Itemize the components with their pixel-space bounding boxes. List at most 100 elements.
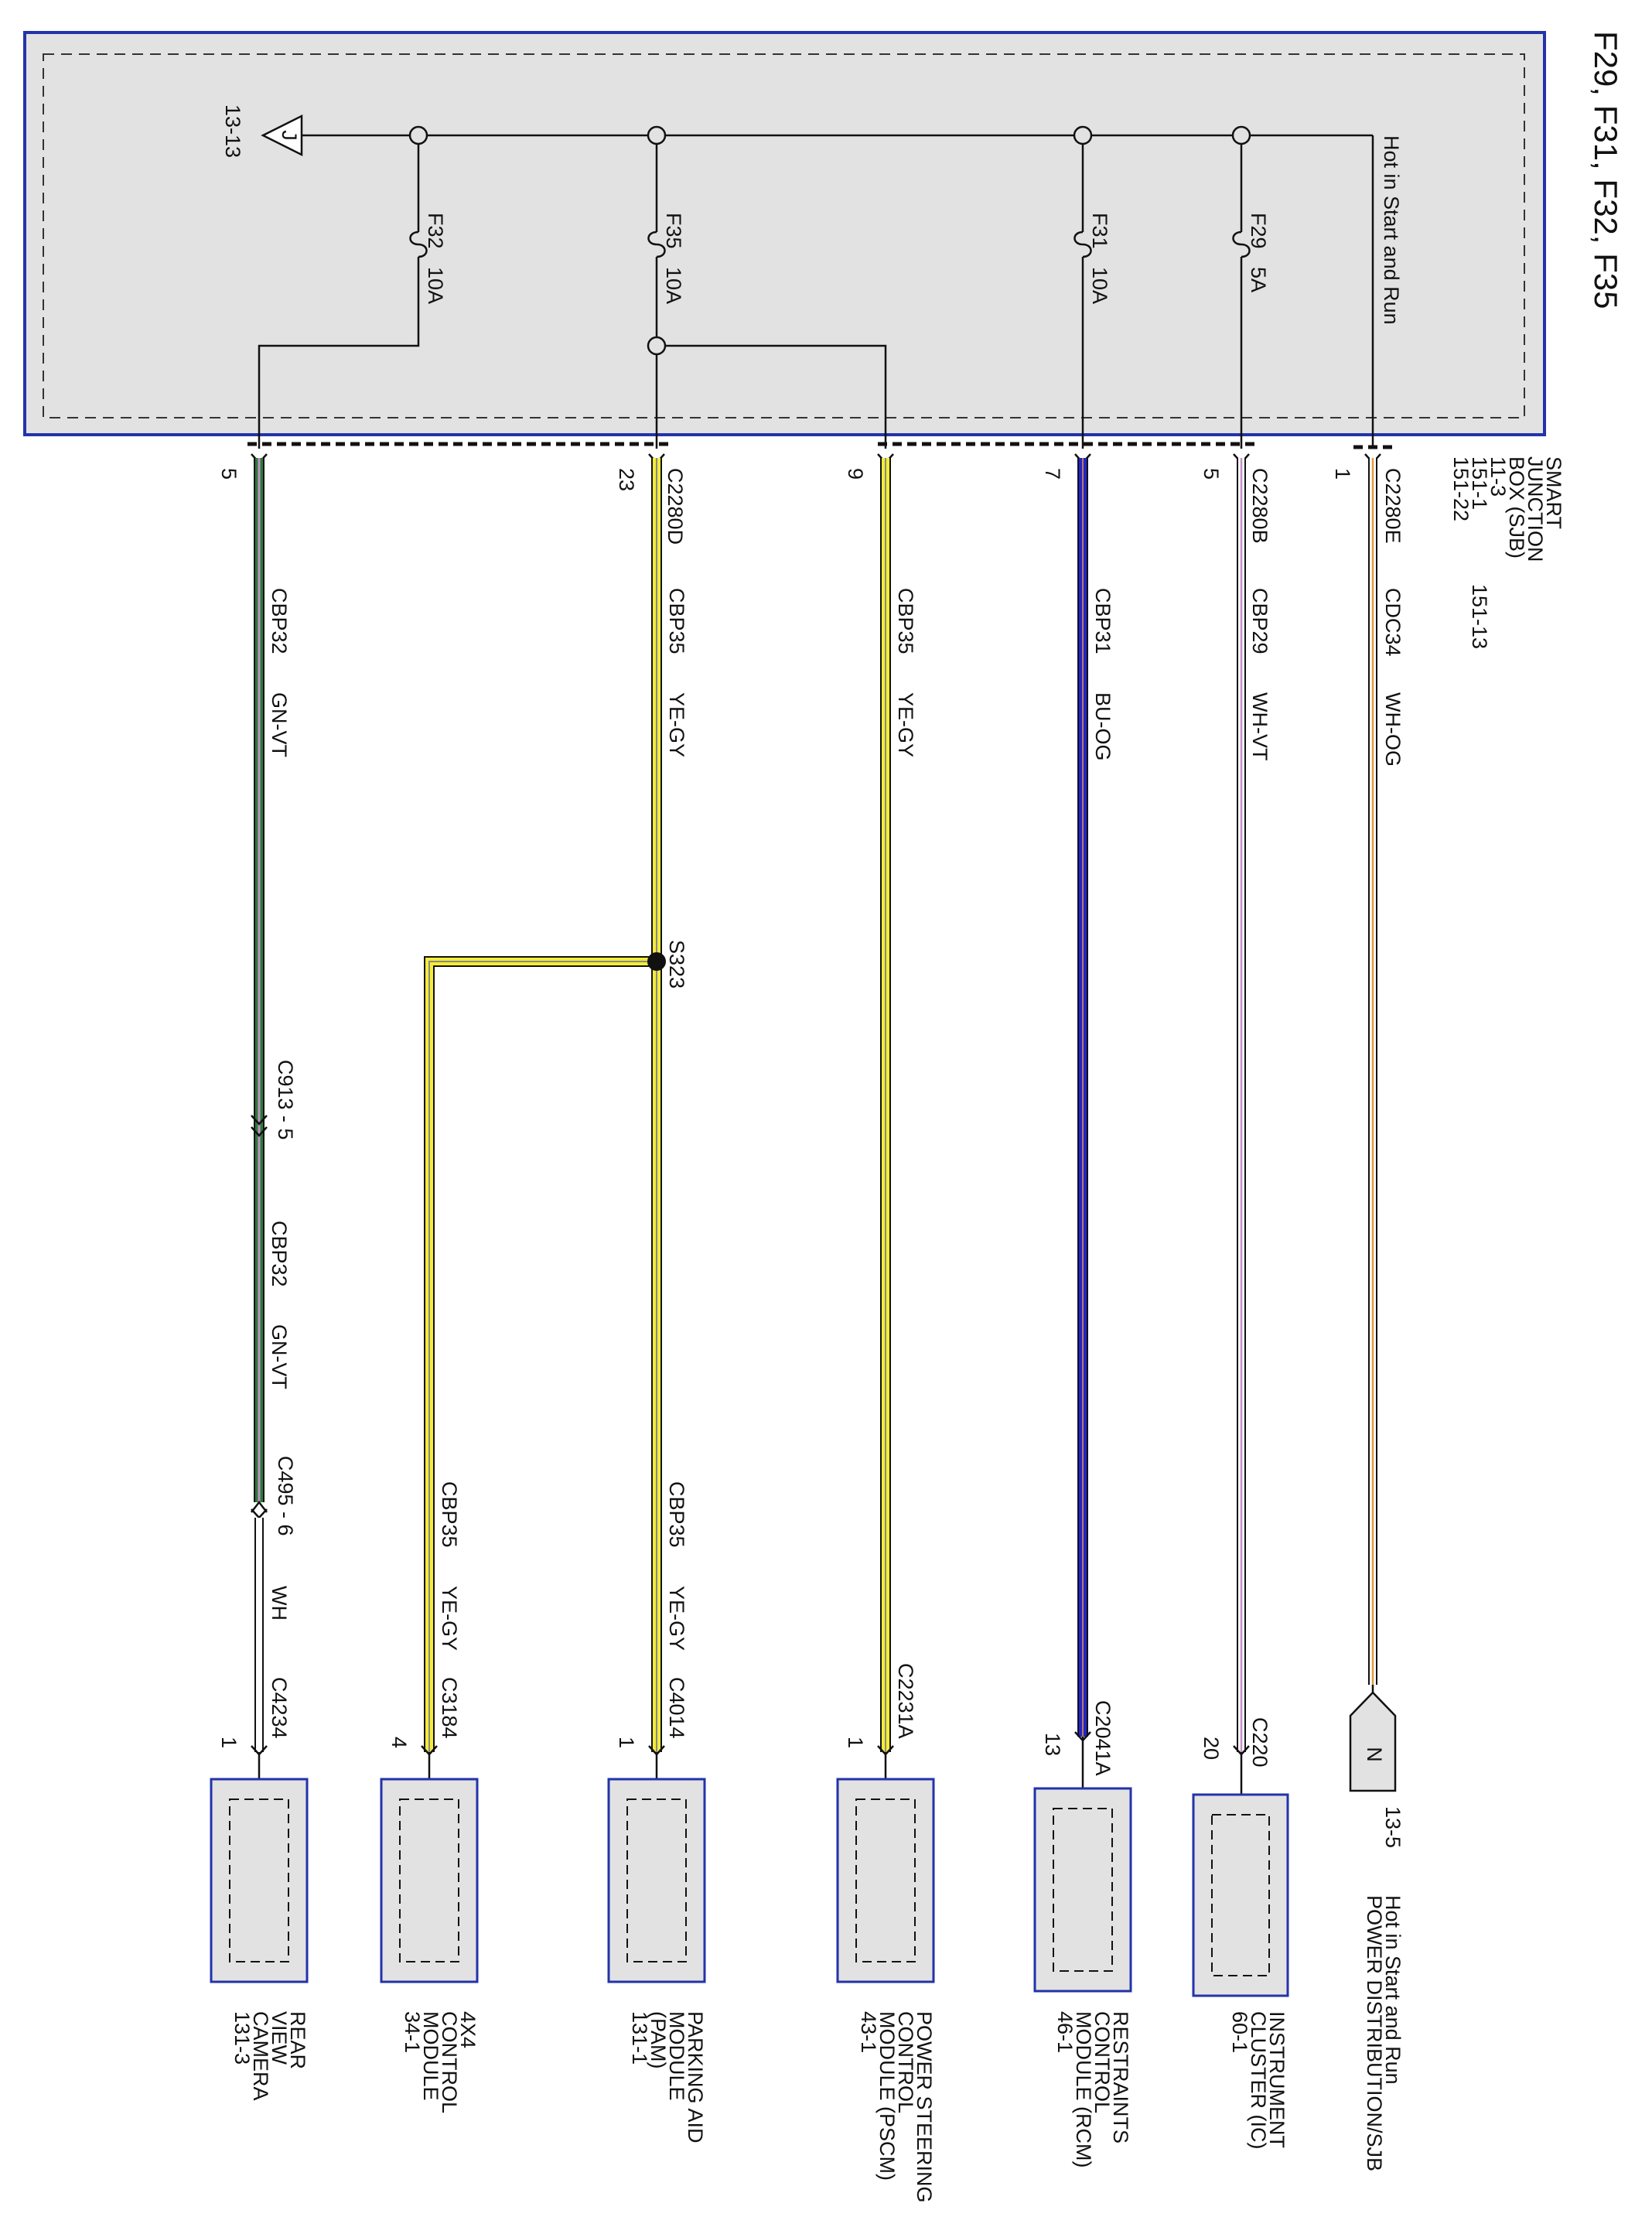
module-pscm-line-1: POWER STEERING [913,2011,936,2203]
inline-c913: C913 - 5 [274,1060,297,1140]
circuit-cbp35-b-color: YE-GY [665,692,688,757]
module-pam-line-2: MODULE [665,2011,688,2101]
module-restraints-control: C2041A 13 RESTRAINTS CONTROL MODULE (RCM… [1033,1700,1132,2168]
fuse-f35-id: F35 [662,213,685,249]
pin-c2280b-5: 5 [1200,468,1223,480]
module-rcm-line-1: RESTRAINTS [1109,2011,1132,2143]
module-pam-line-4: 131-1 [628,2011,651,2065]
sjb-ref-3: 151-22 [1449,456,1473,521]
pin-c2280d-23: 23 [615,468,638,491]
circuit-cbp32-a-name: CBP32 [268,588,291,654]
offpage-connector-n: N 13-5 Hot in Start and Run POWER DISTRI… [1349,1691,1405,2171]
circuit-cbp32-a-color: GN-VT [268,692,291,757]
wire-cdc34: C2280E 1 CDC34 WH-OG [1331,453,1405,1718]
circuit-cbp35-b-name: CBP35 [665,588,688,654]
circuit-cbp35-a-color: YE-GY [894,692,917,757]
sjb-name-line-3: BOX (SJB) [1505,456,1528,558]
module-rcm-connector: C2041A [1091,1700,1114,1776]
wire-cbp32: 5 CBP32 GN-VT C913 - 5 CBP32 GN-VT C495 … [217,453,297,1795]
sjb-inner-dashed [43,53,1525,418]
inline-c495: C495 - 6 [274,1456,297,1536]
circuit-cbp35-c-name: CBP35 [665,1481,688,1548]
pin-c2280e-1: 1 [1331,468,1354,480]
pin-c2280b-7: 7 [1041,468,1064,480]
module-rear-view-camera: C4234 1 REAR VIEW CAMERA 131-3 [210,1677,309,2101]
sjb-ref-2: 151-1 [1468,456,1491,510]
module-4x4-line-4: 34-1 [401,2011,424,2053]
module-rcm-pin: 13 [1041,1733,1064,1756]
fuse-f29: F29 5A [1232,144,1270,449]
fuse-f31-rating: 10A [1088,267,1111,304]
offpage-ref: 13-5 [1381,1806,1405,1848]
module-rvc-connector: C4234 [268,1677,291,1739]
connector-c2280d-label: C2280D [664,468,687,545]
wire-cbp35-pscm: 9 CBP35 YE-GY [844,453,917,1795]
module-power-steering: C2231A 1 POWER STEERING CONTROL MODULE (… [836,1663,936,2203]
module-rcm-line-4: 46-1 [1053,2011,1077,2053]
sjb-hot-label: Hot in Start and Run [1380,135,1403,325]
module-pscm-pin: 1 [844,1737,867,1748]
fuse-f32-rating: 10A [424,267,447,304]
module-pscm-line-4: 43-1 [857,2011,880,2053]
circuit-cbp31-color: BU-OG [1091,692,1114,761]
module-ic-line-3: 60-1 [1228,2011,1251,2053]
module-4x4-line-3: MODULE [419,2011,442,2101]
ground-ref: 13-13 [221,104,244,158]
sjb-name-line-2: JUNCTION [1524,456,1547,562]
wire-cbp35-pam: C2280D 23 CBP35 YE-GY CBP35 YE-GY [615,453,688,1795]
circuit-cbp32-b-name: CBP32 [268,1221,291,1287]
fuse-f29-id: F29 [1247,213,1270,249]
circuit-cbp35-c-color: YE-GY [665,1586,688,1651]
module-rvc-line-2: VIEW [268,2011,291,2065]
wire-cbp29: C2280B 5 CBP29 WH-VT [1200,453,1271,1795]
ground-symbol-j: J [261,114,303,157]
pin-c2280b-9: 9 [844,468,867,480]
f35-branch-node [647,336,667,356]
module-parking-aid: C4014 1 PARKING AID MODULE (PAM) 131-1 [607,1677,707,2143]
circuit-cbp32-b-color: GN-VT [268,1324,291,1389]
wire-cbp35-4x4: CBP35 YE-GY [420,956,657,1795]
module-pscm-line-3: MODULE (PSCM) [875,2011,899,2181]
connector-c2280b-label: C2280B [1248,468,1271,544]
circuit-cbp35-a-name: CBP35 [894,588,917,654]
module-ic-connector: C220 [1248,1717,1271,1768]
fuse-f32-id: F32 [424,213,447,249]
module-pscm-line-2: CONTROL [894,2011,917,2113]
module-rcm-line-3: MODULE (RCM) [1072,2011,1095,2168]
fuse-f31-id: F31 [1088,213,1111,249]
sjb-ref-1: 11-3 [1486,456,1510,497]
module-rvc-line-3: CAMERA [249,2011,272,2101]
bus-node-f35 [647,125,667,145]
fuse-f35-rating: 10A [662,267,685,304]
circuit-cdc34-name: CDC34 [1381,588,1405,657]
module-rvc-pin: 1 [217,1737,241,1748]
sjb-name-block: SMART JUNCTION BOX (SJB) 11-3 151-1 151-… [1449,456,1565,649]
splice-label: S323 [665,940,688,989]
circuit-cbp29-name: CBP29 [1248,588,1271,654]
wire-cbp31: 7 CBP31 BU-OG [1041,453,1114,1810]
module-4x4-pin: 4 [387,1737,411,1748]
bus-node-f31 [1073,125,1093,145]
offpage-target: POWER DISTRIBUTION/SJB [1363,1895,1386,2171]
module-instrument-cluster: C220 20 INSTRUMENT CLUSTER (IC) 60-1 [1192,1717,1289,2150]
fuse-f32: F32 10A [258,144,447,449]
module-ic-line-1: INSTRUMENT [1265,2011,1288,2148]
module-pam-line-3: (PAM) [647,2011,670,2069]
bus-node-f29 [1231,125,1251,145]
connector-c2280e-label: C2280E [1381,468,1405,544]
sjb-name-line-1: SMART [1542,456,1565,529]
fuse-f29-rating: 5A [1247,267,1270,292]
circuit-cdc34-color: WH-OG [1381,692,1405,767]
fuse-f35: F35 10A [647,144,887,449]
circuit-wh-color: WH [268,1586,291,1621]
pin-c2280d-5: 5 [217,468,241,480]
fuse-f31: F31 10A [1073,144,1111,449]
module-ic-pin: 20 [1200,1737,1223,1760]
module-4x4-line-2: CONTROL [438,2011,461,2113]
circuit-cbp35-d-name: CBP35 [438,1481,461,1548]
offpage-symbol: N [1363,1747,1386,1762]
module-pam-pin: 1 [615,1737,638,1748]
module-rvc-line-4: 131-3 [230,2011,254,2065]
module-4x4-connector: C3184 [438,1677,461,1739]
